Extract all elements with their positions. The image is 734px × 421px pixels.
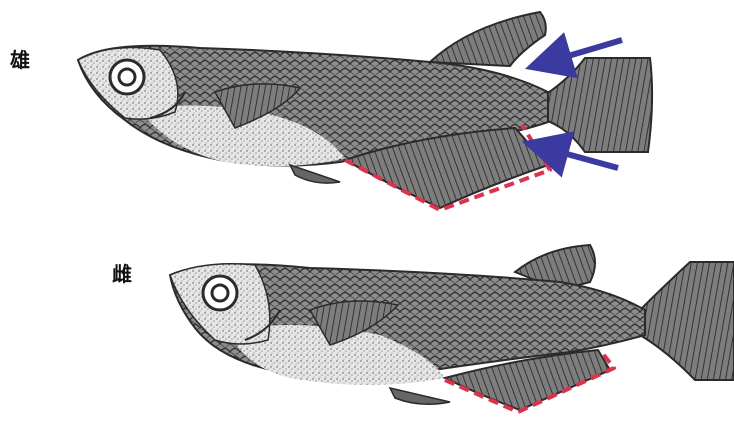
male-dorsal-fin [430,12,546,66]
female-tail-fin [640,262,734,380]
female-label: 雌 [112,264,132,284]
female-pelvic-fin [390,388,450,404]
female-fish [170,245,734,412]
female-eye-inner [212,285,228,301]
male-tail-fin [545,58,652,152]
male-fish [78,12,652,210]
male-eye-inner [119,69,135,85]
male-pelvic-fin [290,165,340,183]
male-label: 雄 [10,50,30,70]
